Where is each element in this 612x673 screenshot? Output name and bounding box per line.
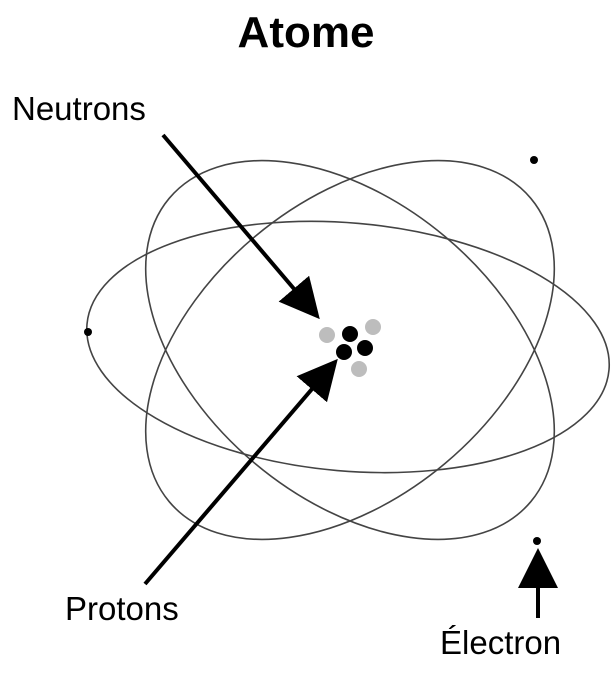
diagram-title: Atome (237, 8, 375, 57)
neutron-particle (319, 327, 335, 343)
electrons (84, 156, 541, 545)
nucleus (319, 319, 381, 377)
arrow-neutrons (161, 133, 320, 320)
electron-dot-bottom-right (533, 537, 541, 545)
proton-particle (357, 340, 373, 356)
orbit-horizontal (85, 220, 611, 474)
electron-dot-left (84, 328, 92, 336)
arrow-protons (143, 358, 338, 586)
orbits (85, 159, 611, 541)
electron-dot-top-right (530, 156, 538, 164)
neutrons-label: Neutrons (12, 90, 146, 127)
arrows (143, 133, 558, 618)
orbit-tilted-left (144, 159, 556, 541)
proton-particle (342, 326, 358, 342)
proton-particle (336, 344, 352, 360)
neutron-particle (351, 361, 367, 377)
orbit-tilted-right (144, 159, 556, 541)
electron-label: Électron (440, 624, 562, 661)
neutron-particle (365, 319, 381, 335)
protons-label: Protons (65, 590, 179, 627)
